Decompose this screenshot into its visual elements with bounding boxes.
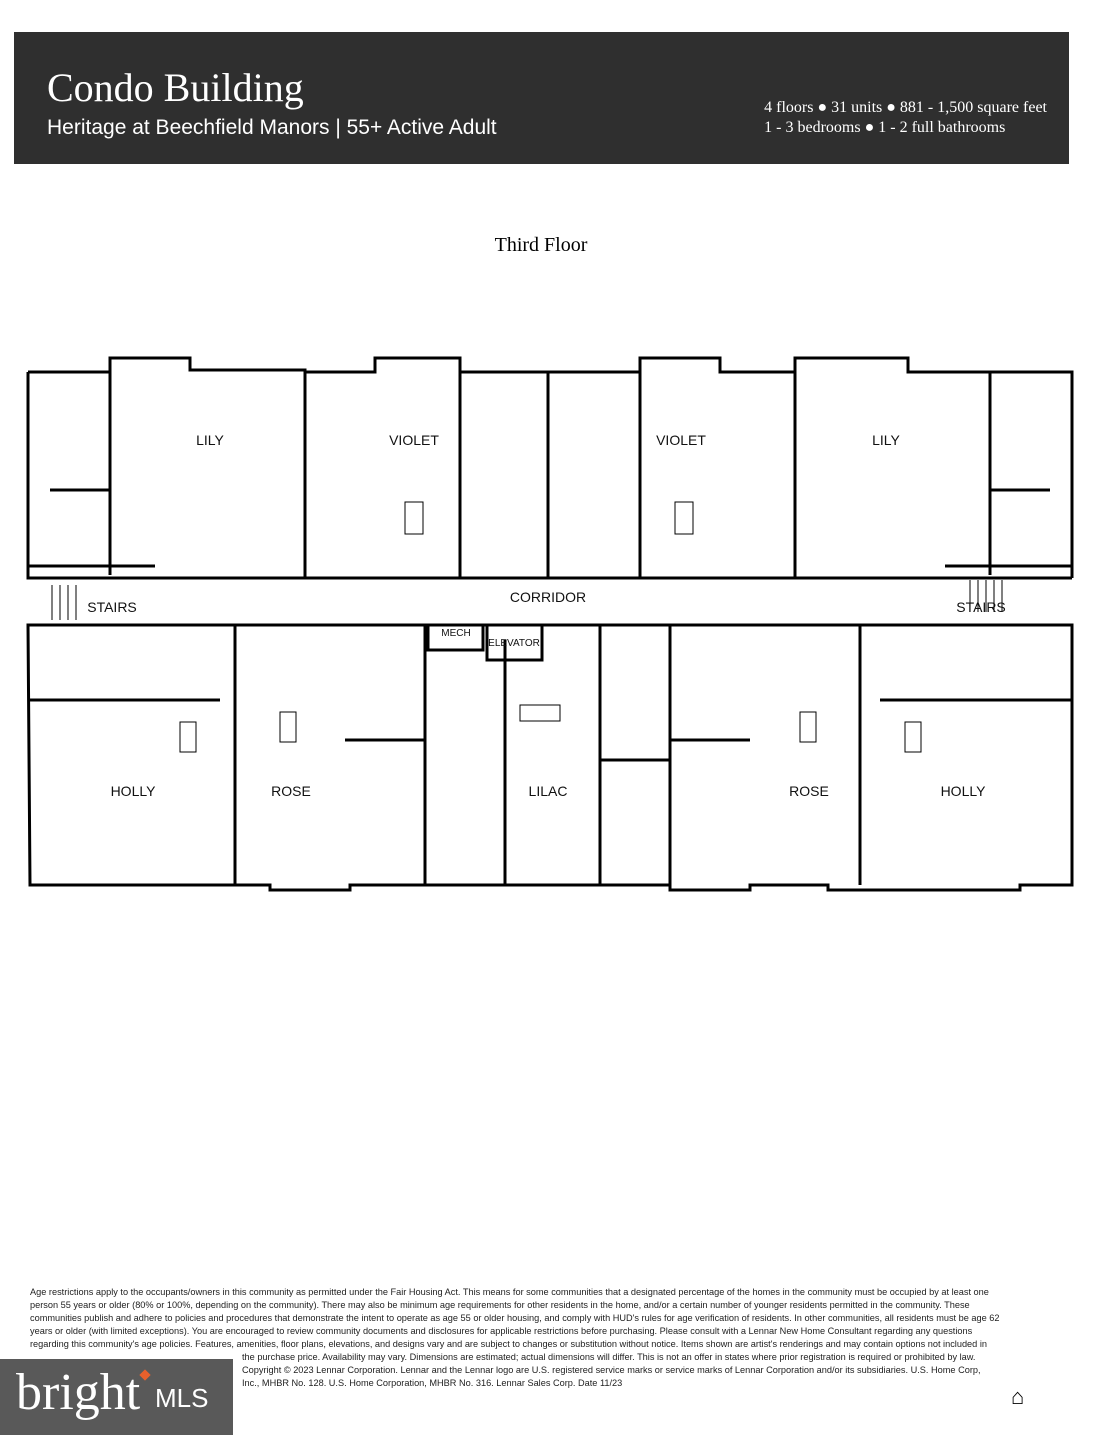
unit-label-lily-right: LILY — [872, 432, 900, 448]
legal-disclaimer: Age restrictions apply to the occupants/… — [30, 1287, 1000, 1388]
logo-suffix: MLS — [155, 1383, 209, 1413]
logo-text: bright — [16, 1364, 141, 1421]
mech-label: MECH — [441, 628, 470, 639]
page-title: Condo Building — [47, 65, 304, 110]
elevator-label: ELEVATOR — [488, 638, 540, 649]
unit-label-rose-left: ROSE — [271, 783, 311, 799]
floor-plan: LILY VIOLET VIOLET LILY STAIRS CORRIDOR … — [26, 356, 1074, 892]
unit-label-rose-right: ROSE — [789, 783, 829, 799]
page-subtitle: Heritage at Beechfield Manors | 55+ Acti… — [47, 116, 497, 139]
equal-housing-icon: ⌂ — [1011, 1384, 1025, 1409]
unit-label-holly-left: HOLLY — [111, 783, 157, 799]
bright-mls-logo: bright MLS — [0, 1359, 233, 1435]
unit-label-violet-right: VIOLET — [656, 432, 706, 448]
fixtures — [51, 501, 1003, 753]
stats-line-2: 1 - 3 bedrooms ● 1 - 2 full bathrooms — [764, 119, 1006, 136]
building-stats: 4 floors ● 31 units ● 881 - 1,500 square… — [764, 98, 1047, 138]
unit-label-holly-right: HOLLY — [941, 783, 987, 799]
unit-label-lilac: LILAC — [529, 783, 568, 799]
stats-line-1: 4 floors ● 31 units ● 881 - 1,500 square… — [764, 99, 1047, 116]
header-banner: Condo Building Heritage at Beechfield Ma… — [14, 32, 1069, 164]
floor-title: Third Floor — [494, 234, 588, 256]
unit-label-violet-left: VIOLET — [389, 432, 439, 448]
logo-accent-icon — [139, 1369, 151, 1381]
corridor-label: CORRIDOR — [510, 589, 586, 605]
stairs-label-right: STAIRS — [956, 599, 1006, 615]
stairs-label-left: STAIRS — [87, 599, 137, 615]
unit-label-lily-left: LILY — [196, 432, 224, 448]
walls — [26, 356, 1074, 892]
legal-disclaimer-block: Age restrictions apply to the occupants/… — [30, 1286, 1000, 1446]
